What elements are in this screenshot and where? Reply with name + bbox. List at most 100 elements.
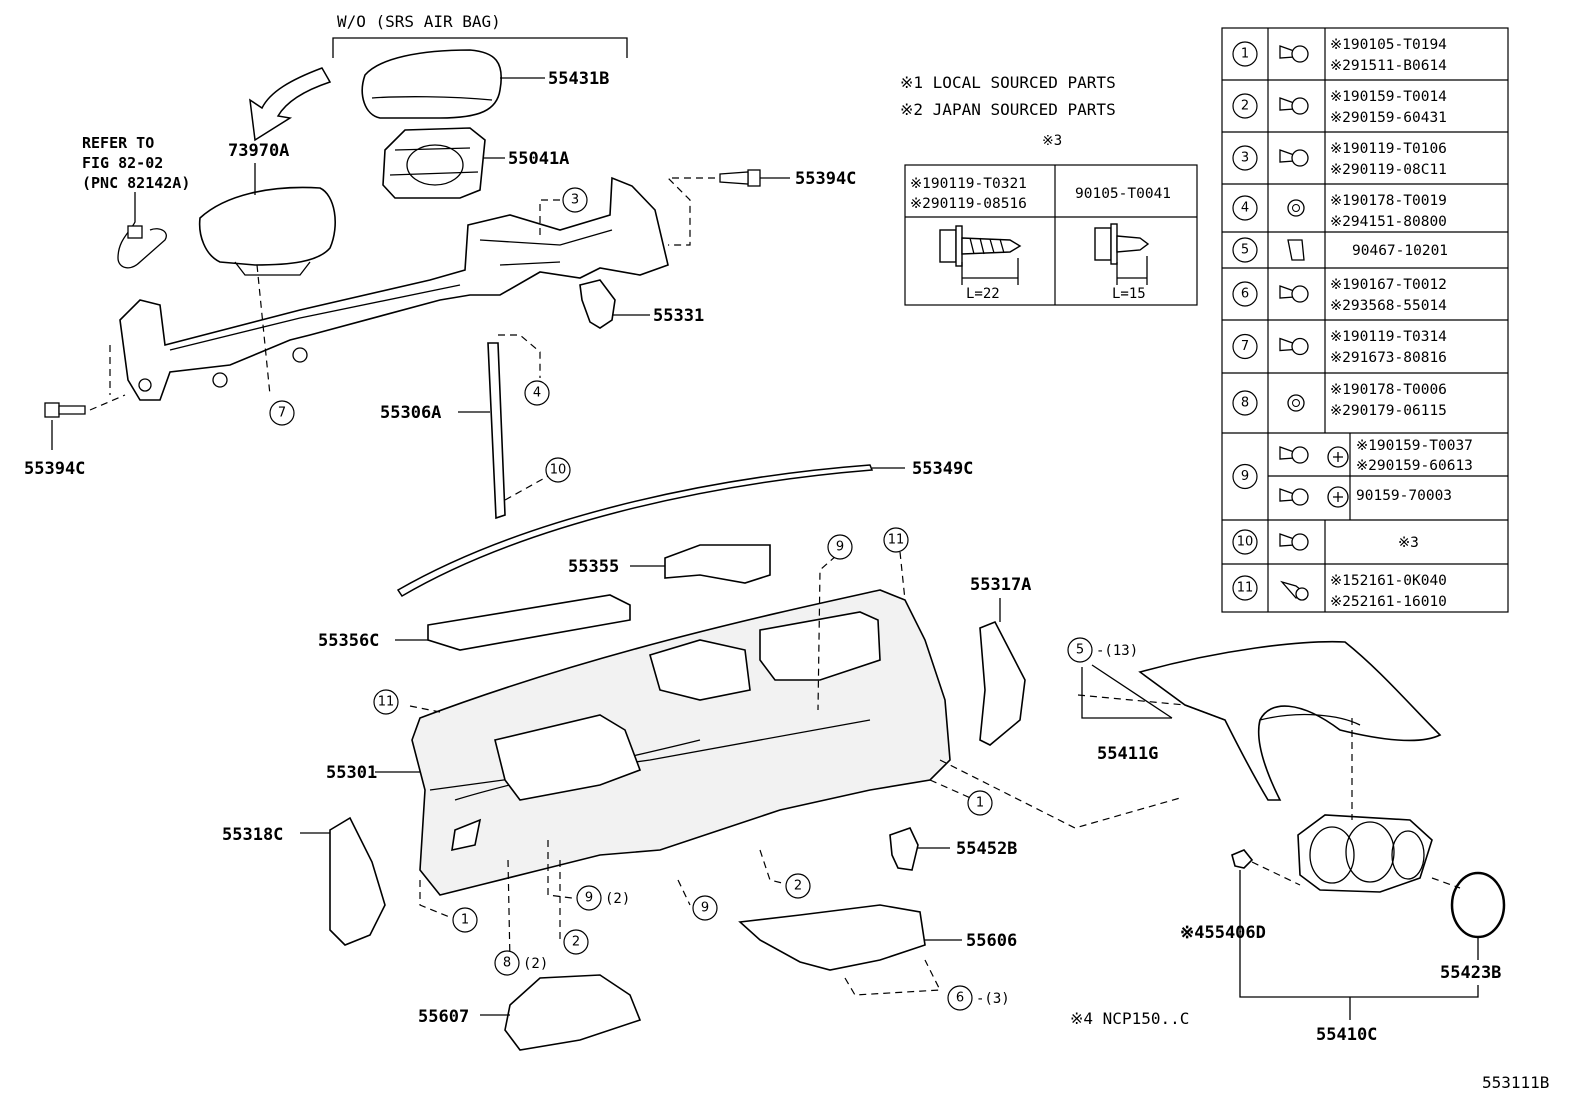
screw-icon bbox=[1279, 285, 1309, 303]
fastener-part-number-3: 90159-70003 bbox=[1356, 488, 1452, 504]
fastener-row-2: 2※190159-T0014※290159-60431 bbox=[1232, 89, 1447, 126]
fastener-row-7: 7※190119-T0314※291673-80816 bbox=[1232, 329, 1447, 366]
callout-1-9: 1 bbox=[452, 907, 478, 933]
fastener-number: 7 bbox=[1241, 339, 1249, 354]
fastener-row-1: 1※190105-T0194※291511-B0614 bbox=[1232, 37, 1447, 74]
bolt-left-length: L=22 bbox=[966, 286, 1000, 302]
part-label-55431b: 55431B bbox=[548, 69, 609, 89]
callout-4-2: 4 bbox=[524, 380, 550, 406]
fastener-part-number-1: ※190119-T0106 bbox=[1330, 141, 1447, 157]
fastener-part-number-2: ※290159-60431 bbox=[1330, 110, 1447, 126]
stay-shape bbox=[487, 342, 506, 520]
fastener-part-number-1: ※152161-0K040 bbox=[1330, 573, 1447, 589]
defroster-garnish-shape bbox=[396, 464, 874, 598]
bolt-left-line1: ※190119-T0321 bbox=[910, 176, 1027, 192]
curved-arrow-icon bbox=[249, 67, 332, 142]
screw-icon bbox=[1279, 97, 1309, 115]
bolt-right-length: L=15 bbox=[1112, 286, 1146, 302]
part-label-55306a: 55306A bbox=[380, 403, 441, 423]
fastener-number: 11 bbox=[1237, 581, 1254, 596]
cross-car-beam-shape bbox=[119, 176, 669, 401]
lower-brace-shape bbox=[738, 904, 926, 971]
callout-quantity: (2) bbox=[523, 956, 548, 972]
cluster-hood-opening-shape bbox=[759, 611, 881, 681]
callout-number: 1 bbox=[976, 796, 984, 811]
wo-airbag-note: W/O (SRS AIR BAG) bbox=[337, 12, 501, 31]
callout-11-5: 11 bbox=[883, 527, 909, 553]
callout-number: 7 bbox=[278, 406, 286, 421]
bolt-upper-right-icon bbox=[719, 169, 761, 187]
airbag-module-shape bbox=[382, 127, 486, 199]
part-label-55411g: 55411G bbox=[1097, 744, 1158, 764]
part-label-55410c: 55410C bbox=[1316, 1025, 1377, 1045]
fastener-row-8: 8※190178-T0006※290179-06115 bbox=[1232, 382, 1447, 419]
fastener-row-3: 3 ※190119-T0106 ※290119-08C11 bbox=[1232, 141, 1447, 178]
callout-5-6: 5-(13) bbox=[1067, 637, 1138, 663]
fastener-part-number-2: ※291673-80816 bbox=[1330, 350, 1447, 366]
callout-number: 6 bbox=[956, 991, 964, 1006]
meter-ring-shape bbox=[1450, 871, 1506, 939]
diagram-id: 553111B bbox=[1482, 1073, 1549, 1092]
callout-number: 9 bbox=[701, 901, 709, 916]
fastener-part-number: ※3 bbox=[1398, 535, 1419, 551]
fastener-part-number-1: ※190105-T0194 bbox=[1330, 37, 1447, 53]
fastener-number: 8 bbox=[1241, 396, 1249, 411]
part-label-55406d: ※455406D bbox=[1180, 923, 1266, 943]
screw-icon bbox=[1280, 580, 1309, 601]
screw-icon bbox=[1279, 337, 1309, 356]
fastener-number: 9 bbox=[1241, 469, 1249, 484]
callout-quantity: -(3) bbox=[976, 991, 1010, 1007]
washer-screw-icon bbox=[1279, 446, 1349, 508]
note-local-sourced: ※1 LOCAL SOURCED PARTS bbox=[900, 73, 1116, 92]
part-label-55331: 55331 bbox=[653, 306, 704, 326]
fastener-part-number-2: ※290159-60613 bbox=[1356, 458, 1473, 474]
callout-11-7: 11 bbox=[373, 689, 399, 715]
airbag-cover-shape bbox=[361, 49, 502, 119]
callout-1-8: 1 bbox=[967, 790, 993, 816]
callout-9-4: 9 bbox=[827, 534, 853, 560]
callout-number: 11 bbox=[378, 695, 395, 710]
screw-icon bbox=[1279, 45, 1309, 63]
callout-quantity: (2) bbox=[605, 891, 630, 907]
fastener-number: 1 bbox=[1241, 47, 1249, 62]
fastener-number: 3 bbox=[1241, 151, 1249, 166]
beam-bracket-shape bbox=[579, 279, 616, 329]
part-label-55041a: 55041A bbox=[508, 149, 569, 169]
fastener-part-number-1: ※190159-T0037 bbox=[1356, 438, 1473, 454]
fastener-part-number-1: ※190178-T0006 bbox=[1330, 382, 1447, 398]
part-label-55394c-bottom: 55394C bbox=[24, 459, 85, 479]
harness-wire bbox=[117, 192, 167, 269]
callout-9-11: 9 bbox=[692, 895, 718, 921]
callout-number: 11 bbox=[888, 533, 905, 548]
part-label-55452b: 55452B bbox=[956, 839, 1017, 859]
callout-2-12: 2 bbox=[785, 873, 811, 899]
fastener-number: 5 bbox=[1241, 243, 1249, 258]
note-japan-sourced: ※2 JAPAN SOURCED PARTS bbox=[900, 100, 1116, 119]
callout-6-15: 6 -(3) bbox=[947, 985, 1010, 1011]
callout-number: 3 bbox=[571, 193, 579, 208]
bolt-long-icon bbox=[939, 225, 1022, 285]
cluster-opening-shape bbox=[649, 639, 751, 701]
fastener-row-6: 6※190167-T0012※293568-55014 bbox=[1232, 277, 1447, 314]
fastener-part-number-1: ※190167-T0012 bbox=[1330, 277, 1447, 293]
bolt-right-line1: 90105-T0041 bbox=[1075, 186, 1171, 202]
screw-icon bbox=[1279, 446, 1309, 464]
callout-9-10: 9 (2) bbox=[576, 885, 630, 911]
fastener-number: 10 bbox=[1237, 535, 1254, 550]
fastener-row-4: 4※190178-T0019※294151-80800 bbox=[1232, 193, 1447, 230]
fastener-part-number-2: ※290119-08C11 bbox=[1330, 162, 1447, 178]
nut-icon bbox=[1287, 199, 1305, 217]
side-cover-left-shape bbox=[329, 816, 386, 946]
fastener-part-number-2: ※293568-55014 bbox=[1330, 298, 1447, 314]
part-label-55356c: 55356C bbox=[318, 631, 379, 651]
callout-3-0: 3 bbox=[562, 187, 588, 213]
callout-number: 8 bbox=[503, 956, 511, 971]
callout-quantity: -(13) bbox=[1096, 643, 1138, 659]
callout-number: 9 bbox=[585, 891, 593, 906]
wo-airbag-bracket bbox=[332, 37, 628, 58]
callout-2-13: 2 bbox=[563, 929, 589, 955]
fastener-row-11: 11※152161-0K040※252161-16010 bbox=[1232, 573, 1447, 610]
bolt-left-line2: ※290119-08516 bbox=[910, 196, 1027, 212]
screw-icon bbox=[1279, 533, 1309, 551]
